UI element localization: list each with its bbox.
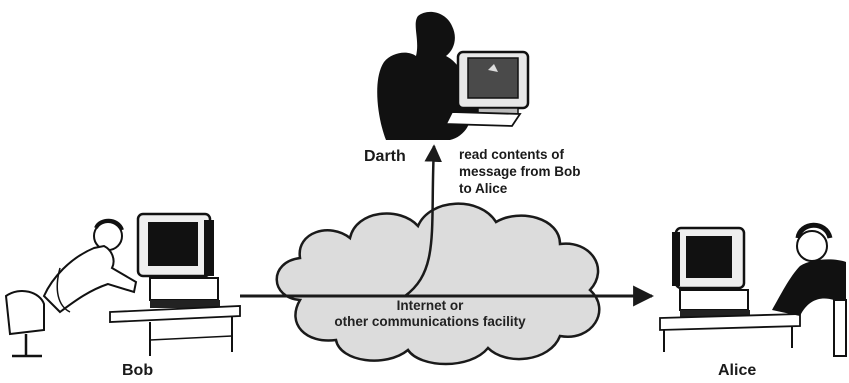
bob-label: Bob (122, 362, 154, 379)
darth-annotation: read contents of message from Bob to Ali… (459, 147, 581, 196)
interception-arrow (404, 144, 442, 298)
bob-figure-icon (4, 212, 241, 358)
alice-label: Alice (718, 362, 757, 379)
darth-label: Darth (364, 148, 406, 165)
darth-figure-icon (377, 11, 530, 141)
network-cloud-icon (275, 202, 601, 366)
alice-figure-icon (659, 222, 847, 357)
network-label: Internet or other communications facilit… (334, 298, 526, 329)
